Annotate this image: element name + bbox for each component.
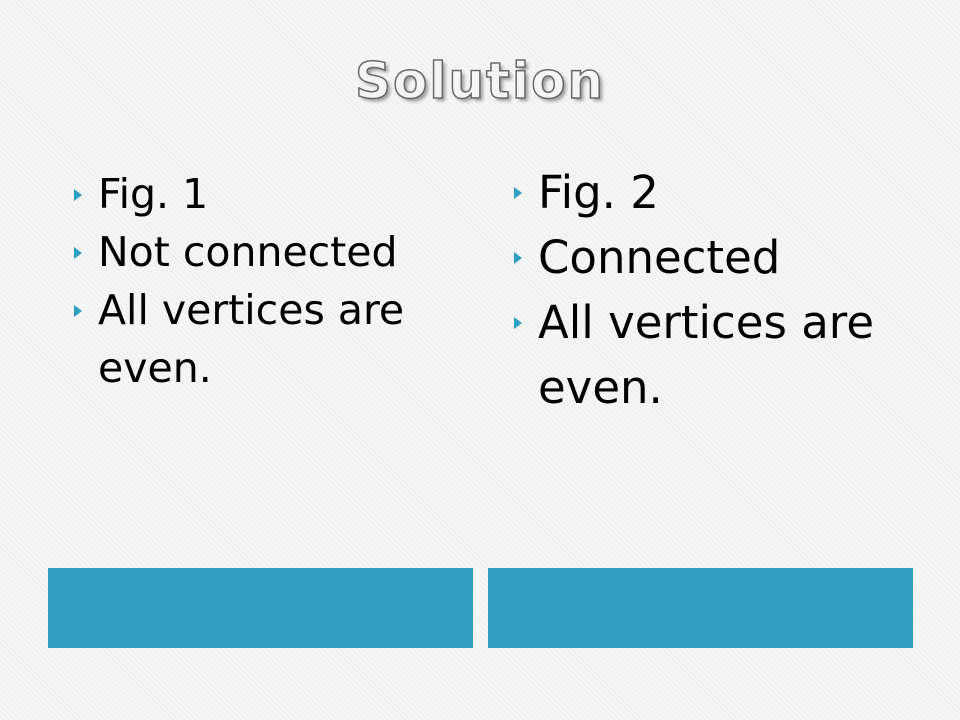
triangle-right-icon [74, 305, 82, 317]
triangle-right-icon [514, 317, 522, 329]
triangle-right-icon [514, 187, 522, 199]
slide-title: Solution [354, 51, 606, 111]
triangle-right-icon [74, 189, 82, 201]
bullet-text: Not connected [98, 228, 398, 276]
bullet-text: All vertices are even. [538, 296, 875, 414]
bullet-text: Fig. 2 [538, 166, 659, 219]
triangle-right-icon [514, 252, 522, 264]
right-accent-bar [488, 568, 913, 648]
bullet-text: Connected [538, 231, 781, 284]
bullet-item-vertices-even: All vertices are even. [510, 290, 930, 420]
left-bullet-list: Fig. 1 Not connected All vertices are ev… [70, 165, 470, 397]
bullet-item-fig-1: Fig. 1 [70, 165, 470, 223]
bullet-text: All vertices are even. [98, 286, 405, 392]
bullet-item-vertices-even: All vertices are even. [70, 281, 470, 397]
bullet-item-fig-2: Fig. 2 [510, 160, 930, 225]
left-accent-bar [48, 568, 473, 648]
triangle-right-icon [74, 247, 82, 259]
bullet-item-not-connected: Not connected [70, 223, 470, 281]
bullet-text: Fig. 1 [98, 170, 209, 218]
right-bullet-list: Fig. 2 Connected All vertices are even. [510, 160, 930, 420]
bullet-item-connected: Connected [510, 225, 930, 290]
